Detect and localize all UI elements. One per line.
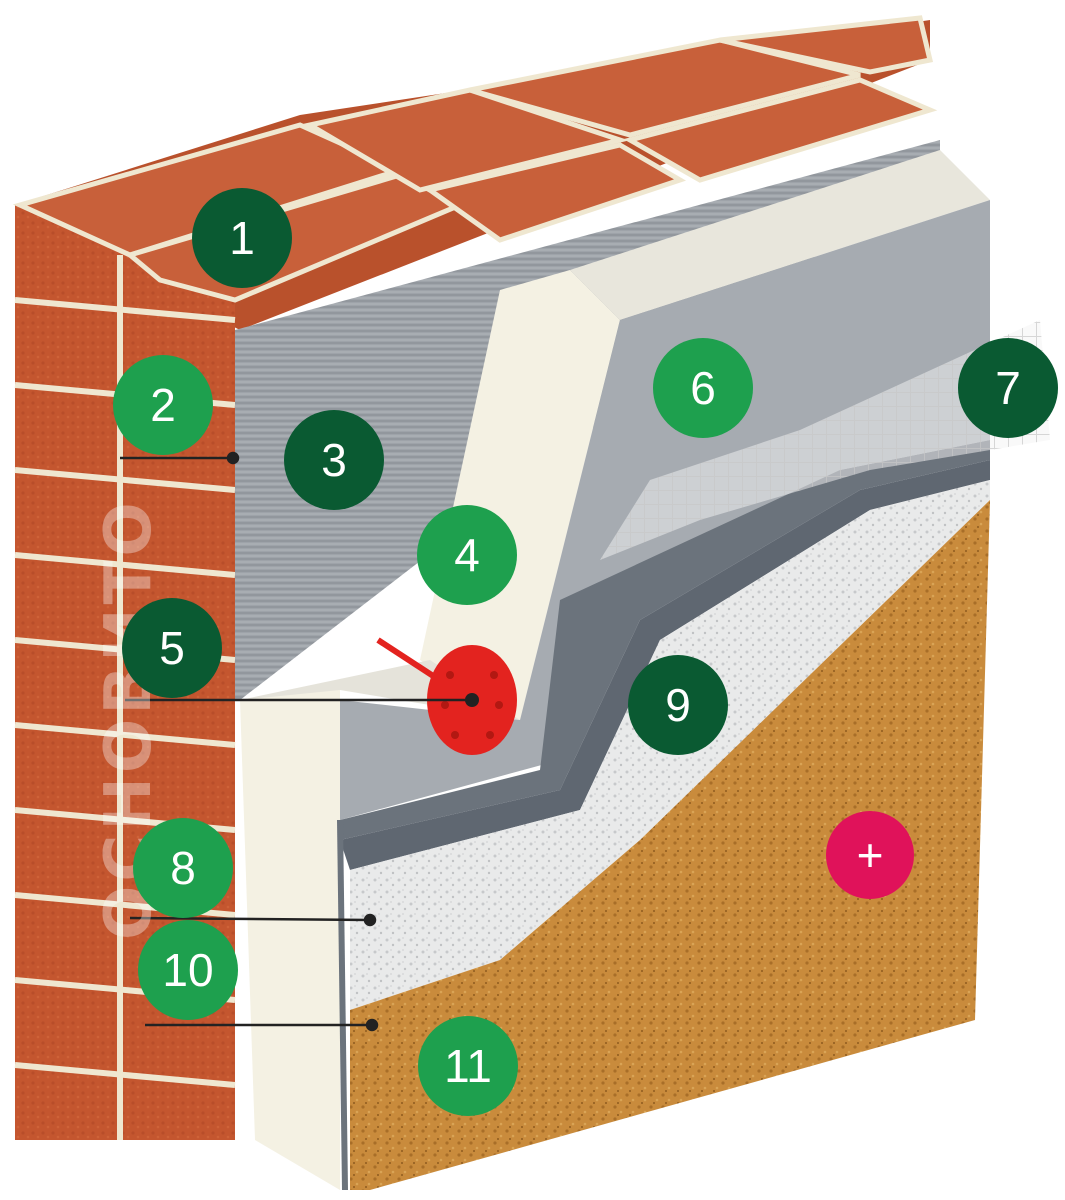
badge-10: 10 — [138, 920, 238, 1020]
reinforcing-mesh — [600, 320, 1050, 560]
badge-3: 3 — [284, 410, 384, 510]
badge-11: 11 — [418, 1016, 518, 1116]
badge-6: 6 — [653, 338, 753, 438]
primer-layer — [340, 460, 990, 870]
top-bricks — [12, 15, 938, 303]
leader-lines — [120, 451, 472, 1032]
badge-plus-label: + — [857, 829, 884, 881]
badge-7: 7 — [958, 338, 1058, 438]
insulation-board — [240, 150, 990, 1190]
badge-7-label: 7 — [995, 362, 1021, 414]
badge-1: 1 — [192, 188, 292, 288]
badge-8-label: 8 — [170, 842, 196, 894]
badge-4-label: 4 — [454, 529, 480, 581]
badge-2: 2 — [113, 355, 213, 455]
badge-9: 9 — [628, 655, 728, 755]
badge-10-label: 10 — [162, 944, 213, 996]
finish-coat — [350, 500, 990, 1190]
panel-edge — [337, 819, 348, 1191]
badge-1-label: 1 — [229, 212, 255, 264]
badge-3-label: 3 — [321, 434, 347, 486]
badge-5: 5 — [122, 598, 222, 698]
badge-8: 8 — [133, 818, 233, 918]
badge-2-label: 2 — [150, 379, 176, 431]
badge-5-label: 5 — [159, 622, 185, 674]
badge-6-label: 6 — [690, 362, 716, 414]
badge-11-label: 11 — [444, 1040, 492, 1092]
badge-4: 4 — [417, 505, 517, 605]
badges: 1 2 3 4 5 6 7 8 — [113, 188, 1058, 1116]
badge-9-label: 9 — [665, 679, 691, 731]
badge-plus[interactable]: + — [826, 811, 914, 899]
